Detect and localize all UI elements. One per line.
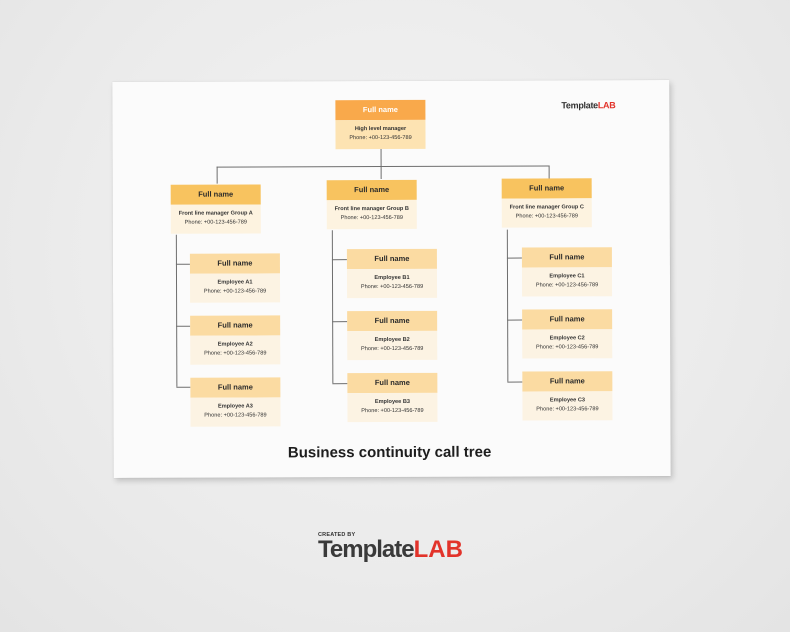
node-details: Employee A1 Phone: +00-123-456-789 [189,273,281,303]
connector-c2 [507,319,523,321]
node-high-level-manager: Full name High level manager Phone: +00-… [335,99,426,150]
node-phone: Phone: +00-123-456-789 [361,345,424,353]
node-role: Front line manager Group A [178,210,253,217]
node-phone: Phone: +00-123-456-789 [203,288,267,295]
connector-c3 [507,381,523,383]
node-details: Employee B1 Phone: +00-123-456-789 [346,268,438,299]
node-name: Full name [347,372,438,394]
node-role: Front line manager Group C [509,204,584,211]
connector-a3 [176,386,191,388]
connector-a1 [175,263,190,265]
node-details: Front line manager Group A Phone: +00-12… [170,204,261,234]
connector-to-group-b [380,166,382,180]
node-name: Full name [190,315,281,336]
connector-to-group-a [216,166,218,184]
node-name: Full name [501,178,592,199]
node-name: Full name [347,310,438,332]
node-phone: Phone: +00-123-456-789 [360,283,424,291]
node-name: Full name [522,371,613,392]
node-employee-b1: Full name Employee B1 Phone: +00-123-456… [346,248,438,299]
node-phone: Phone: +00-123-456-789 [515,213,578,220]
footer-brand: TemplateLAB [318,538,478,562]
node-details: Employee A3 Phone: +00-123-456-789 [190,397,281,427]
node-name: Full name [189,253,280,274]
node-role: Employee B2 [374,336,410,344]
node-details: Front line manager Group C Phone: +00-12… [501,198,592,228]
brand-text: Template [318,536,415,563]
node-name: Full name [346,248,437,270]
node-manager-group-b: Full name Front line manager Group B Pho… [326,179,417,230]
node-phone: Phone: +00-123-456-789 [536,406,599,413]
node-employee-a2: Full name Employee A2 Phone: +00-123-456… [190,315,281,365]
connector-group-a-vertical [175,234,178,387]
node-phone: Phone: +00-123-456-789 [204,350,267,357]
node-name: Full name [170,184,261,205]
node-role: Front line manager Group B [334,205,409,213]
created-by-label: CREATED BY [318,532,356,538]
node-employee-c3: Full name Employee C3 Phone: +00-123-456… [522,371,613,421]
node-phone: Phone: +00-123-456-789 [204,412,267,419]
node-role: Employee C3 [549,397,585,404]
node-name: Full name [326,179,417,201]
document-title: Business continuity call tree [287,443,492,462]
brand-text-lab: LAB [413,536,463,563]
node-manager-group-a: Full name Front line manager Group A Pho… [170,184,261,234]
node-employee-a1: Full name Employee A1 Phone: +00-123-456… [189,253,281,303]
connector-b2 [332,321,348,323]
node-phone: Phone: +00-123-456-789 [535,282,599,289]
brand-text-lab: LAB [597,100,616,111]
templatelab-logo-small: TemplateLAB [561,100,615,110]
node-employee-b2: Full name Employee B2 Phone: +00-123-456… [347,310,438,361]
node-details: Employee A2 Phone: +00-123-456-789 [190,335,281,365]
node-role: Employee C1 [549,273,585,280]
node-role: High level manager [354,125,407,133]
document-page: TemplateLAB Full name High level manager… [112,80,671,478]
node-role: Employee A3 [217,403,253,410]
node-details: Employee C2 Phone: +00-123-456-789 [522,329,613,359]
connector-a2 [176,325,191,327]
node-employee-c1: Full name Employee C1 Phone: +00-123-456… [521,247,613,297]
node-details: High level manager Phone: +00-123-456-78… [335,119,426,150]
node-phone: Phone: +00-123-456-789 [536,344,599,351]
node-phone: Phone: +00-123-456-789 [184,219,247,226]
node-details: Front line manager Group B Phone: +00-12… [326,199,417,230]
node-role: Employee C2 [549,335,585,342]
node-role: Employee B1 [374,274,410,282]
node-details: Employee C3 Phone: +00-123-456-789 [522,391,613,421]
node-details: Employee B3 Phone: +00-123-456-789 [347,392,438,423]
brand-text: Template [561,100,598,111]
connector-group-c-vertical [506,229,509,382]
node-employee-c2: Full name Employee C2 Phone: +00-123-456… [522,309,613,359]
node-phone: Phone: +00-123-456-789 [340,214,403,222]
node-employee-a3: Full name Employee A3 Phone: +00-123-456… [190,377,281,427]
connector-group-b-vertical [331,230,334,384]
node-name: Full name [521,247,612,268]
connector-to-group-c [548,165,550,179]
node-name: Full name [335,99,426,121]
node-details: Employee B2 Phone: +00-123-456-789 [347,330,438,361]
node-role: Employee A2 [217,341,253,348]
node-employee-b3: Full name Employee B3 Phone: +00-123-456… [347,372,438,423]
templatelab-footer-logo: CREATED BY TemplateLAB [318,532,478,562]
node-role: Employee B3 [374,398,411,406]
connector-b3 [332,383,348,385]
connector-top-down [380,149,382,167]
node-details: Employee C1 Phone: +00-123-456-789 [521,267,613,297]
node-manager-group-c: Full name Front line manager Group C Pho… [501,178,592,228]
connector-c1 [506,257,522,259]
node-role: Employee A1 [217,279,253,286]
node-name: Full name [522,309,613,330]
node-phone: Phone: +00-123-456-789 [361,407,424,415]
connector-horizontal [216,165,550,168]
connector-b1 [331,259,347,261]
node-name: Full name [190,377,281,398]
node-phone: Phone: +00-123-456-789 [349,134,412,142]
